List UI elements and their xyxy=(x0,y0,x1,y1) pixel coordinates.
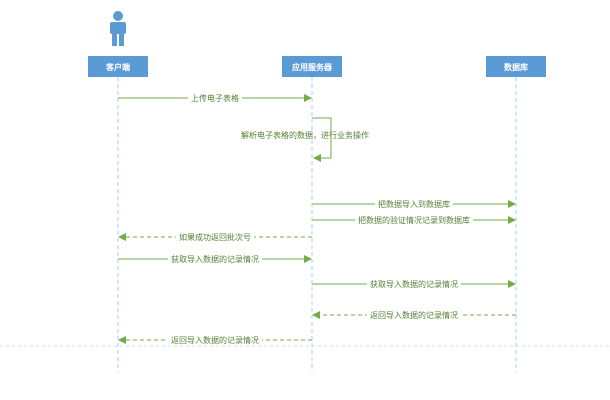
message-4: 把数据的验证情况记录到数据库 xyxy=(312,214,516,225)
message-1: 上传电子表格 xyxy=(118,92,312,103)
participant-box-db xyxy=(486,56,546,77)
label-background xyxy=(176,231,254,242)
participant-box-app xyxy=(282,56,342,77)
label-background xyxy=(375,198,453,209)
label-background xyxy=(367,309,461,320)
message-label: 获取导入数据的记录情况 xyxy=(171,254,259,264)
label-background xyxy=(168,334,262,345)
participant-label-app: 应用服务器 xyxy=(292,62,333,72)
message-label: 如果成功返回批次号 xyxy=(179,232,251,242)
label-background xyxy=(367,278,461,289)
message-label: 返回导入数据的记录情况 xyxy=(370,310,458,320)
self-call-arrow xyxy=(312,117,332,162)
message-label: 获取导入数据的记录情况 xyxy=(370,279,458,289)
message-7: 获取导入数据的记录情况 xyxy=(312,278,516,289)
message-label: 解析电子表格的数据，进行业务操作 xyxy=(241,130,369,140)
message-label: 把数据导入到数据库 xyxy=(378,199,450,209)
message-label: 把数据的验证情况记录到数据库 xyxy=(358,215,470,225)
label-background xyxy=(168,253,262,264)
participant-box-client xyxy=(88,56,148,77)
participant-label-db: 数据库 xyxy=(504,62,528,72)
message-3: 把数据导入到数据库 xyxy=(312,198,516,209)
message-label: 返回导入数据的记录情况 xyxy=(171,335,259,345)
message-2: 解析电子表格的数据，进行业务操作 xyxy=(241,117,369,162)
message-9: 返回导入数据的记录情况 xyxy=(118,334,312,345)
actor-icon xyxy=(110,11,126,46)
message-label: 上传电子表格 xyxy=(191,93,239,103)
message-5: 如果成功返回批次号 xyxy=(118,231,312,242)
label-background xyxy=(355,214,473,225)
label-background xyxy=(188,92,242,103)
participant-label-client: 客户端 xyxy=(105,62,130,72)
message-8: 返回导入数据的记录情况 xyxy=(312,309,516,320)
message-6: 获取导入数据的记录情况 xyxy=(118,253,312,264)
